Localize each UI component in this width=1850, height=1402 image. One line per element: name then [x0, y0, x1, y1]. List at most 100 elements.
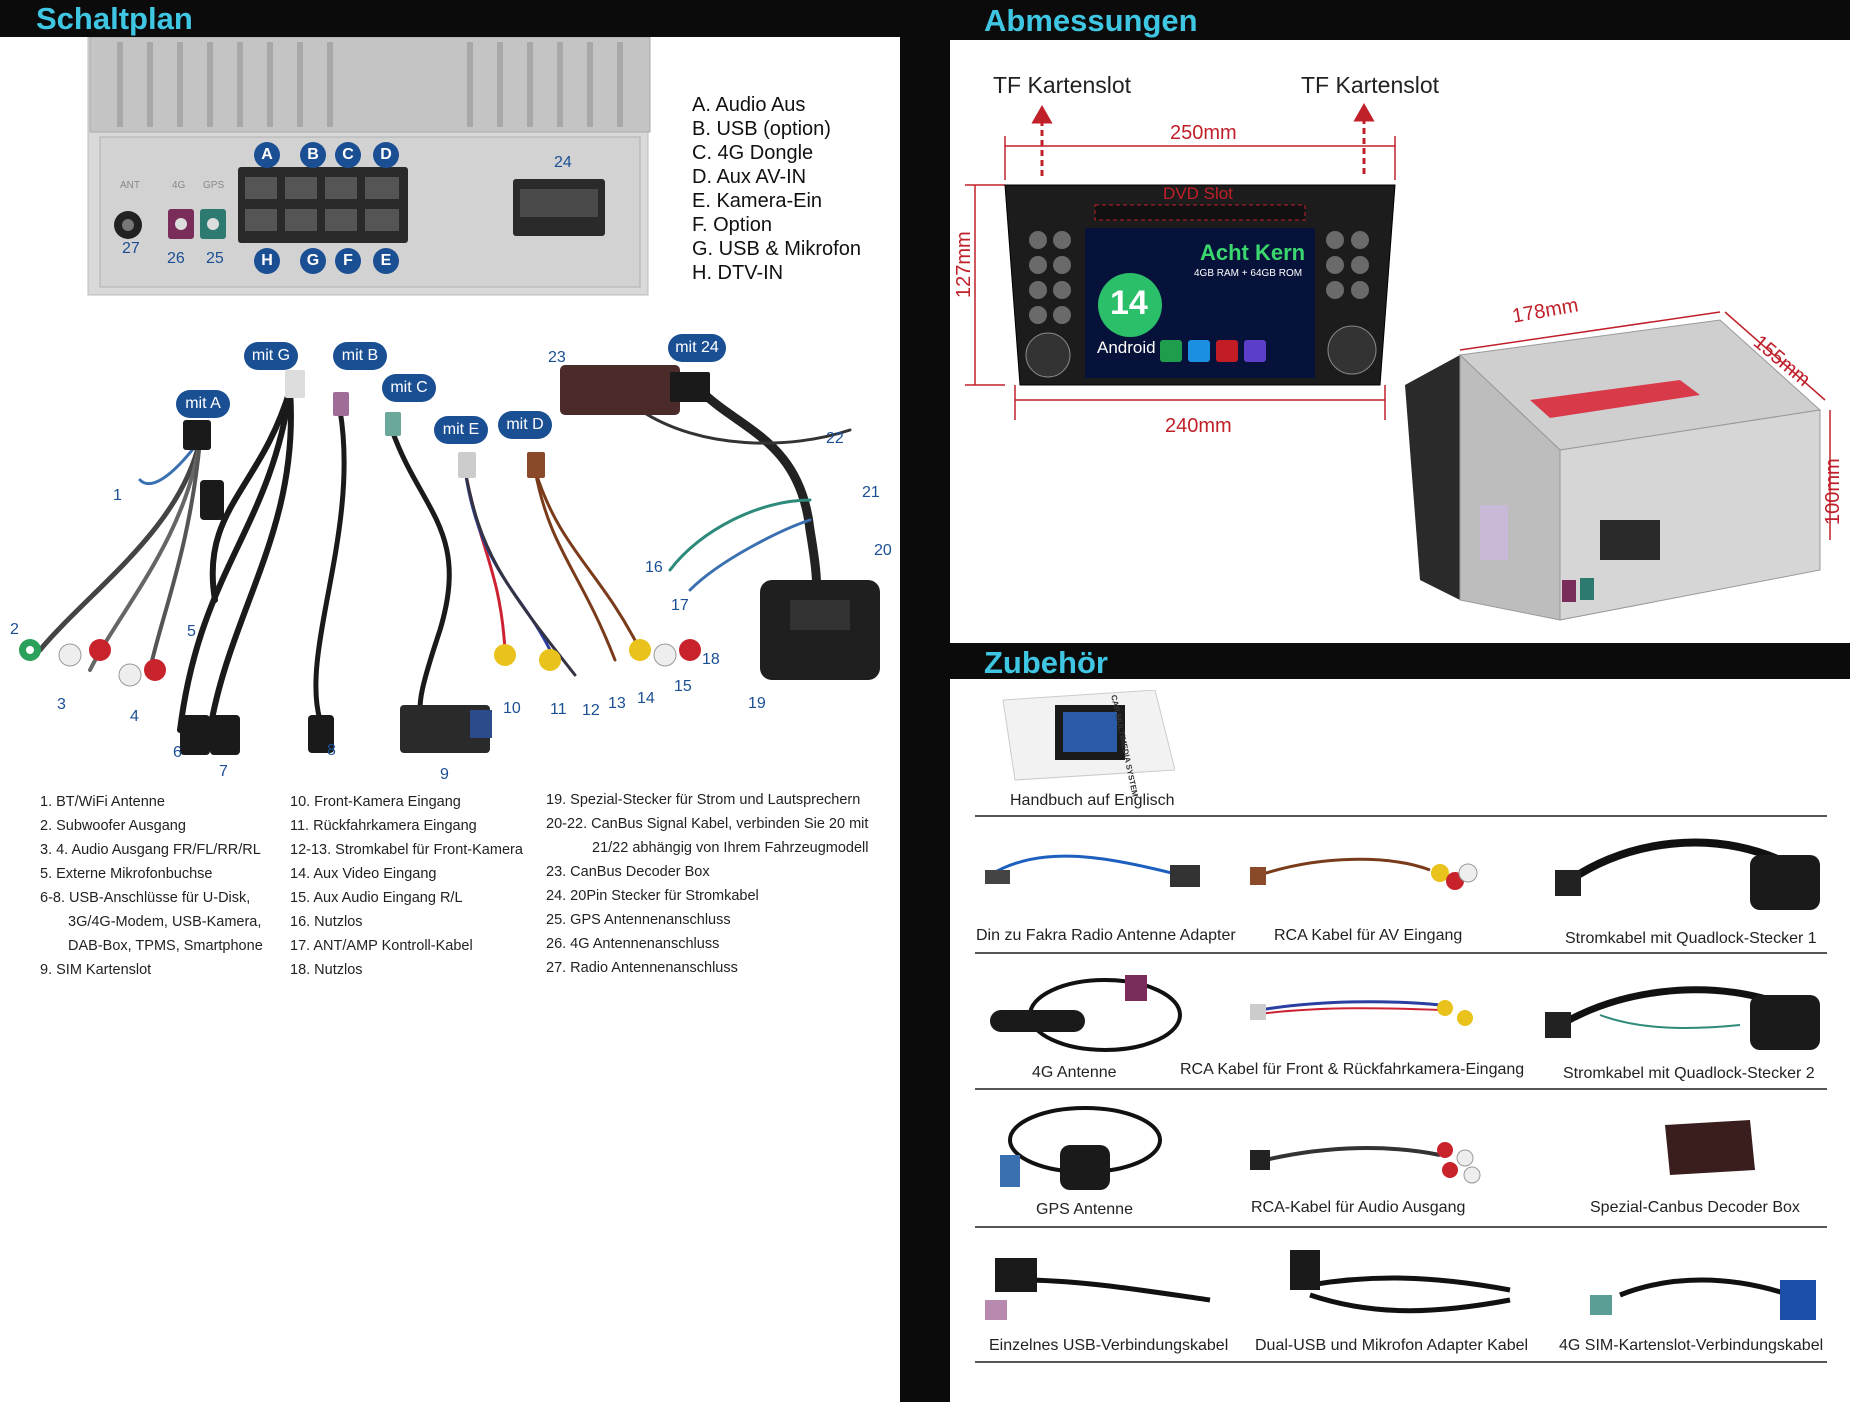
- connector-badge-c: C: [335, 142, 361, 168]
- 4g-antenna-image: [990, 975, 1182, 1052]
- letter-list-item: E. Kamera-Ein: [692, 190, 823, 212]
- connector-badge-e: E: [373, 248, 399, 274]
- legend-item: 9. SIM Kartenslot: [40, 962, 152, 978]
- rca-camera-cable-image: [1250, 1000, 1473, 1026]
- accessory-label: RCA-Kabel für Audio Ausgang: [1251, 1199, 1466, 1216]
- connector-letter-list: A. Audio Aus B. USB (option) C. 4G Dongl…: [692, 93, 861, 285]
- connector-badge-b: B: [300, 142, 326, 168]
- accessory-divider: [975, 815, 1827, 817]
- accessory-label: Spezial-Canbus Decoder Box: [1590, 1199, 1800, 1216]
- accessory-divider: [975, 1361, 1827, 1363]
- letter-list-item: D. Aux AV-IN: [692, 166, 807, 188]
- cable-number-8: 8: [327, 742, 336, 759]
- pill-mit-24: mit 24: [668, 334, 726, 362]
- legend-item: 25. GPS Antennenanschluss: [546, 912, 731, 928]
- cable-harness-illustration: [19, 365, 880, 755]
- legend-item: 21/22 abhängig von Ihrem Fahrzeugmodell: [592, 840, 869, 856]
- cable-number-4: 4: [130, 708, 139, 725]
- pill-mit-b: mit B: [333, 342, 387, 370]
- cable-number-22: 22: [826, 430, 844, 447]
- cable-number-10: 10: [503, 700, 521, 717]
- cable-number-23: 23: [548, 349, 566, 366]
- legend-item: DAB-Box, TPMS, Smartphone: [68, 938, 263, 954]
- label-4g-small: 4G: [172, 180, 186, 191]
- letter-list-item: B. USB (option): [692, 118, 831, 140]
- cable-number-7: 7: [219, 763, 228, 780]
- legend-column-2: 10. Front-Kamera Eingang 11. Rückfahrkam…: [290, 790, 523, 982]
- tf-card-slot-left: TF Kartenslot: [993, 72, 1132, 98]
- connector-badge-h: H: [254, 248, 280, 274]
- legend-item: 26. 4G Antennenanschluss: [546, 936, 720, 952]
- legend-column-1: 1. BT/WiFi Antenne 2. Subwoofer Ausgang …: [40, 790, 263, 982]
- fakra-adapter-image: [985, 854, 1200, 887]
- legend-item: 17. ANT/AMP Kontroll-Kabel: [290, 938, 473, 954]
- legend-item: 12-13. Stromkabel für Front-Kamera: [290, 842, 523, 858]
- dimension-100mm: 100mm: [1822, 458, 1844, 525]
- cable-number-13: 13: [608, 695, 626, 712]
- letter-list-item: G. USB & Mikrofon: [692, 238, 861, 260]
- tf-card-slot-right: TF Kartenslot: [1301, 72, 1440, 98]
- legend-item: 3G/4G-Modem, USB-Kamera,: [68, 914, 262, 930]
- legend-item: 10. Front-Kamera Eingang: [290, 794, 461, 810]
- usb-cable-image: [985, 1258, 1211, 1320]
- letter-list-item: C. 4G Dongle: [692, 142, 814, 164]
- connector-number-24: 24: [554, 154, 572, 171]
- letter-list-item: F. Option: [692, 214, 773, 236]
- pill-mit-d: mit D: [498, 411, 552, 439]
- cable-number-9: 9: [440, 766, 449, 783]
- accessory-divider: [975, 1226, 1827, 1228]
- cable-number-5: 5: [187, 623, 196, 640]
- dimension-127mm: 127mm: [953, 231, 975, 298]
- quadlock-cable-2-image: [1545, 986, 1820, 1050]
- header-zubehoer: Zubehör: [950, 643, 1850, 680]
- pill-mit-a: mit A: [176, 390, 230, 418]
- gps-antenna-image: [1000, 1106, 1162, 1190]
- accessory-label: Stromkabel mit Quadlock-Stecker 1: [1565, 930, 1817, 947]
- legend-item: 6-8. USB-Anschlüsse für U-Disk,: [40, 890, 251, 906]
- accessory-label: Einzelnes USB-Verbindungskabel: [989, 1337, 1229, 1354]
- legend-item: 1. BT/WiFi Antenne: [40, 794, 165, 810]
- legend-item: 20-22. CanBus Signal Kabel, verbinden Si…: [546, 816, 869, 832]
- header-abmessungen: Abmessungen: [950, 0, 1850, 40]
- accessory-label: GPS Antenne: [1036, 1201, 1133, 1218]
- head-unit-side-illustration: [1405, 311, 1831, 621]
- legend-item: 23. CanBus Decoder Box: [546, 864, 710, 880]
- dual-usb-cable-image: [1290, 1250, 1511, 1314]
- legend-item: 19. Spezial-Stecker für Strom und Lautsp…: [546, 792, 861, 808]
- legend-item: 15. Aux Audio Eingang R/L: [290, 890, 463, 906]
- sim-slot-cable-image: [1590, 1277, 1816, 1320]
- cable-number-12: 12: [582, 702, 600, 719]
- accessory-label: 4G SIM-Kartenslot-Verbindungskabel: [1559, 1337, 1824, 1354]
- letter-list-item: A. Audio Aus: [692, 94, 806, 116]
- legend-column-3: 19. Spezial-Stecker für Strom und Lautsp…: [546, 788, 868, 980]
- legend-item: 11. Rückfahrkamera Eingang: [290, 818, 477, 834]
- cable-number-3: 3: [57, 696, 66, 713]
- cable-number-21: 21: [862, 484, 880, 501]
- legend-item: 5. Externe Mikrofonbuchse: [40, 866, 213, 882]
- accessory-label: Handbuch auf Englisch: [1010, 792, 1175, 809]
- manual-illustration: [1002, 690, 1175, 781]
- dimension-240mm: 240mm: [1165, 415, 1232, 437]
- cable-number-2: 2: [10, 621, 19, 638]
- pill-mit-e: mit E: [434, 416, 488, 444]
- screen-subtitle: 4GB RAM + 64GB ROM: [1194, 268, 1303, 279]
- cable-number-16: 16: [645, 559, 663, 576]
- cable-number-6: 6: [173, 744, 182, 761]
- pill-mit-g: mit G: [244, 342, 298, 370]
- screen-version: 14: [1110, 284, 1148, 322]
- legend-item: 16. Nutzlos: [290, 914, 363, 930]
- cable-number-11: 11: [550, 701, 567, 718]
- dimension-dvd-slot: DVD Slot: [1163, 184, 1233, 203]
- accessory-divider: [975, 952, 1827, 954]
- legend-item: 2. Subwoofer Ausgang: [40, 818, 186, 834]
- canbus-decoder-box-image: [1665, 1120, 1755, 1175]
- letter-list-item: H. DTV-IN: [692, 262, 784, 284]
- cable-number-17: 17: [671, 597, 689, 614]
- dimension-250mm: 250mm: [1170, 122, 1237, 144]
- label-gps-small: GPS: [203, 180, 225, 191]
- pill-mit-c: mit C: [382, 374, 436, 402]
- connector-badge-g: G: [300, 248, 326, 274]
- accessory-divider: [975, 1088, 1827, 1090]
- cable-number-15: 15: [674, 678, 692, 695]
- screen-os: Android: [1097, 338, 1156, 357]
